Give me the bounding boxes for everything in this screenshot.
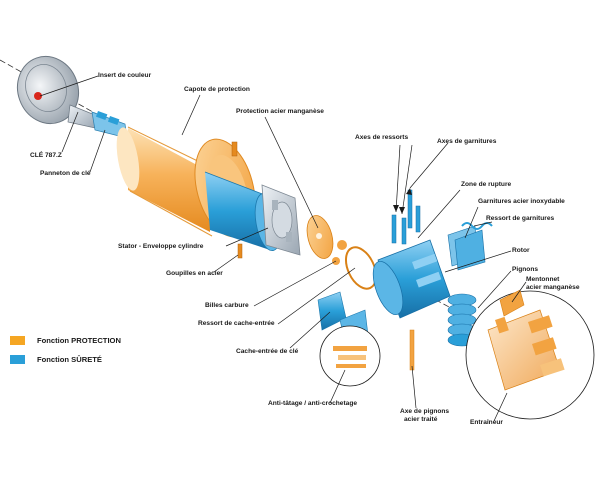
label-pinion-axle-line2: acier traité	[404, 416, 438, 423]
legend-surete: Fonction SÛRETÉ	[10, 355, 102, 364]
label-pinion-axle-line1: Axe de pignons	[400, 408, 450, 415]
legend-swatch-surete	[10, 355, 25, 364]
stainless-linings	[447, 225, 486, 271]
key	[17, 55, 128, 139]
label-cam-line2: acier manganèse	[526, 284, 580, 291]
color-insert	[34, 92, 42, 100]
label-stator: Stator - Enveloppe cylindre	[118, 243, 204, 250]
manganese-cam	[499, 289, 525, 317]
legend-protection: Fonction PROTECTION	[10, 336, 121, 345]
leader-lines	[39, 75, 527, 422]
label-break-zone: Zone de rupture	[461, 181, 512, 188]
label-steel-pins: Goupilles en acier	[166, 270, 223, 277]
steel-pins	[231, 141, 243, 259]
manganese-steel-protection	[306, 215, 334, 259]
label-entry-spring: Ressort de cache-entrée	[198, 320, 275, 327]
arrowheads	[393, 188, 412, 214]
label-lining-shafts: Axes de garnitures	[437, 138, 497, 145]
label-lining-spring: Ressort de garnitures	[486, 215, 555, 222]
anti-picking-inset	[319, 325, 381, 387]
label-key-bit: Panneton de clé	[40, 170, 91, 177]
carbide-balls	[332, 240, 347, 265]
label-spring-shafts: Axes de ressorts	[355, 134, 409, 141]
lining-shafts	[407, 189, 421, 233]
key-blade	[91, 111, 128, 139]
lining-spring	[461, 222, 493, 230]
spring-shafts	[391, 214, 407, 245]
label-manganese-protection: Protection acier manganèse	[236, 108, 324, 115]
key-head	[17, 55, 79, 125]
label-carbide-balls: Billes carbure	[205, 302, 249, 309]
legend-label-protection: Fonction PROTECTION	[37, 336, 121, 345]
pinion-axle	[409, 329, 415, 371]
key-shank	[67, 104, 96, 129]
label-protective-cover: Capote de protection	[184, 86, 250, 93]
label-key-shutter: Cache-entrée de clé	[236, 348, 299, 355]
label-cam-line1: Mentonnet	[526, 276, 560, 283]
rotor	[372, 239, 451, 319]
driver-inset	[465, 290, 595, 420]
label-color-insert: Insert de couleur	[98, 72, 152, 79]
label-stainless-linings: Garnitures acier inoxydable	[478, 198, 565, 205]
label-pinions: Pignons	[512, 266, 539, 273]
stator-face	[261, 184, 301, 256]
key-entry-spring	[344, 246, 378, 290]
label-anti-picking: Anti-tâtage / anti-crochetage	[268, 400, 358, 407]
label-driver: Entraîneur	[470, 419, 503, 426]
label-rotor: Rotor	[512, 247, 530, 254]
label-key-model: CLÉ 787.Z	[30, 152, 62, 159]
legend-label-surete: Fonction SÛRETÉ	[37, 355, 102, 364]
legend-swatch-protection	[10, 336, 25, 345]
